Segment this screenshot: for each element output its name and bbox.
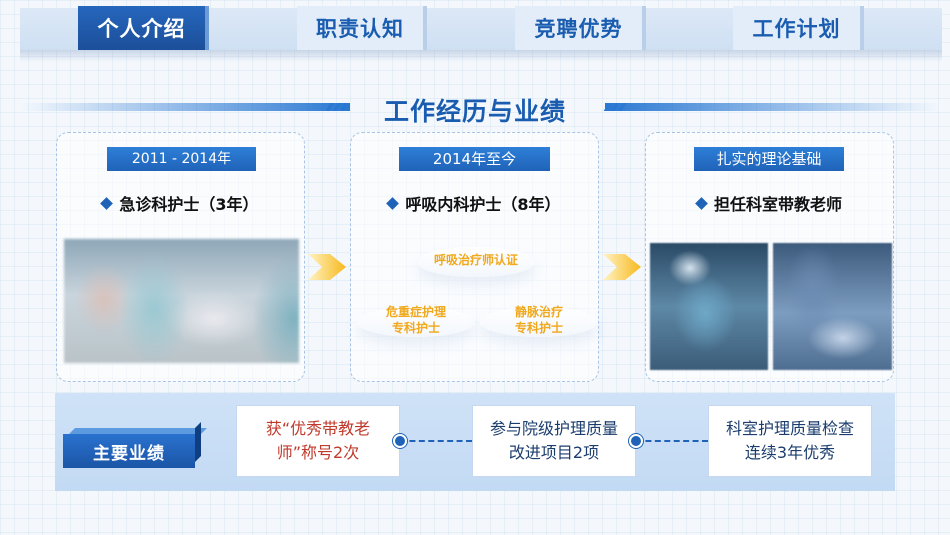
pill-text: 静脉治疗专科护士: [514, 305, 563, 335]
achievement-item-teaching-award: 获“优秀带教老师”称号2次: [236, 405, 400, 477]
block-side-face: [195, 422, 201, 462]
diamond-bullet-icon: [100, 197, 114, 210]
achievement-text: 获“优秀带教老师”称号2次: [265, 419, 371, 462]
achievement-item-quality-inspection: 科室护理质量检查连续3年优秀: [708, 405, 872, 477]
card-period-label: 2011 - 2014年: [107, 147, 256, 171]
timeline-dot-icon: [629, 434, 643, 448]
card-theory-label: 扎实的理论基础: [694, 147, 844, 171]
card-heading-text: 担任科室带教老师: [713, 195, 842, 214]
card-teaching-role: 扎实的理论基础 担任科室带教老师: [645, 132, 894, 382]
pill-text: 呼吸治疗师认证: [433, 253, 518, 267]
achievements-label-block: 主要业绩: [63, 422, 207, 468]
pill-critical-care-nurse: 危重症护理专科护士: [357, 297, 475, 343]
title-decor-stripes-left: [324, 103, 350, 111]
card-heading-text: 急诊科护士（3年）: [119, 195, 259, 214]
achievements-label: 主要业绩: [63, 434, 195, 468]
title-decor-line-right: [605, 103, 940, 111]
card-heading: 担任科室带教老师: [646, 191, 893, 215]
er-photo: [64, 239, 299, 363]
chevron-right-arrow-icon: [308, 254, 346, 280]
tab-work-plan[interactable]: 工作计划: [733, 6, 860, 50]
diamond-bullet-icon: [386, 197, 400, 210]
achievement-text: 参与院级护理质量改进项目2项: [489, 419, 618, 462]
tab-bar-shadow: [20, 50, 942, 62]
tab-personal-intro[interactable]: 个人介绍: [78, 6, 205, 50]
tab-competitive-advantages[interactable]: 竞聘优势: [515, 6, 642, 50]
pill-text: 危重症护理专科护士: [385, 305, 446, 335]
timeline-dot-icon: [393, 434, 407, 448]
title-decor-line-left: [20, 103, 350, 111]
operating-room-photo-2: [773, 243, 892, 370]
achievement-item-quality-project: 参与院级护理质量改进项目2项: [472, 405, 636, 477]
top-tab-bar: 个人介绍 职责认知 竞聘优势 工作计划: [0, 0, 950, 62]
timeline-connector: [400, 440, 472, 442]
pill-respiratory-therapist: 呼吸治疗师认证: [417, 237, 535, 283]
operating-room-photo-1: [650, 243, 768, 370]
card-period-label: 2014年至今: [399, 147, 550, 171]
card-er-nurse: 2011 - 2014年 急诊科护士（3年）: [56, 132, 305, 382]
card-heading: 呼吸内科护士（8年）: [351, 191, 598, 215]
section-title: 工作经历与业绩: [383, 97, 566, 126]
achievement-text: 科室护理质量检查连续3年优秀: [725, 419, 854, 462]
tab-duty-cognition[interactable]: 职责认知: [297, 6, 423, 50]
diamond-bullet-icon: [695, 197, 708, 210]
card-heading-text: 呼吸内科护士（8年）: [405, 195, 561, 214]
card-heading: 急诊科护士（3年）: [57, 191, 304, 215]
timeline-connector: [636, 440, 708, 442]
pill-iv-therapy-nurse: 静脉治疗专科护士: [480, 297, 598, 343]
card-respiratory-nurse: 2014年至今 呼吸内科护士（8年） 呼吸治疗师认证 危重症护理专科护士 静脉治…: [350, 132, 599, 382]
chevron-right-arrow-icon: [603, 254, 641, 280]
